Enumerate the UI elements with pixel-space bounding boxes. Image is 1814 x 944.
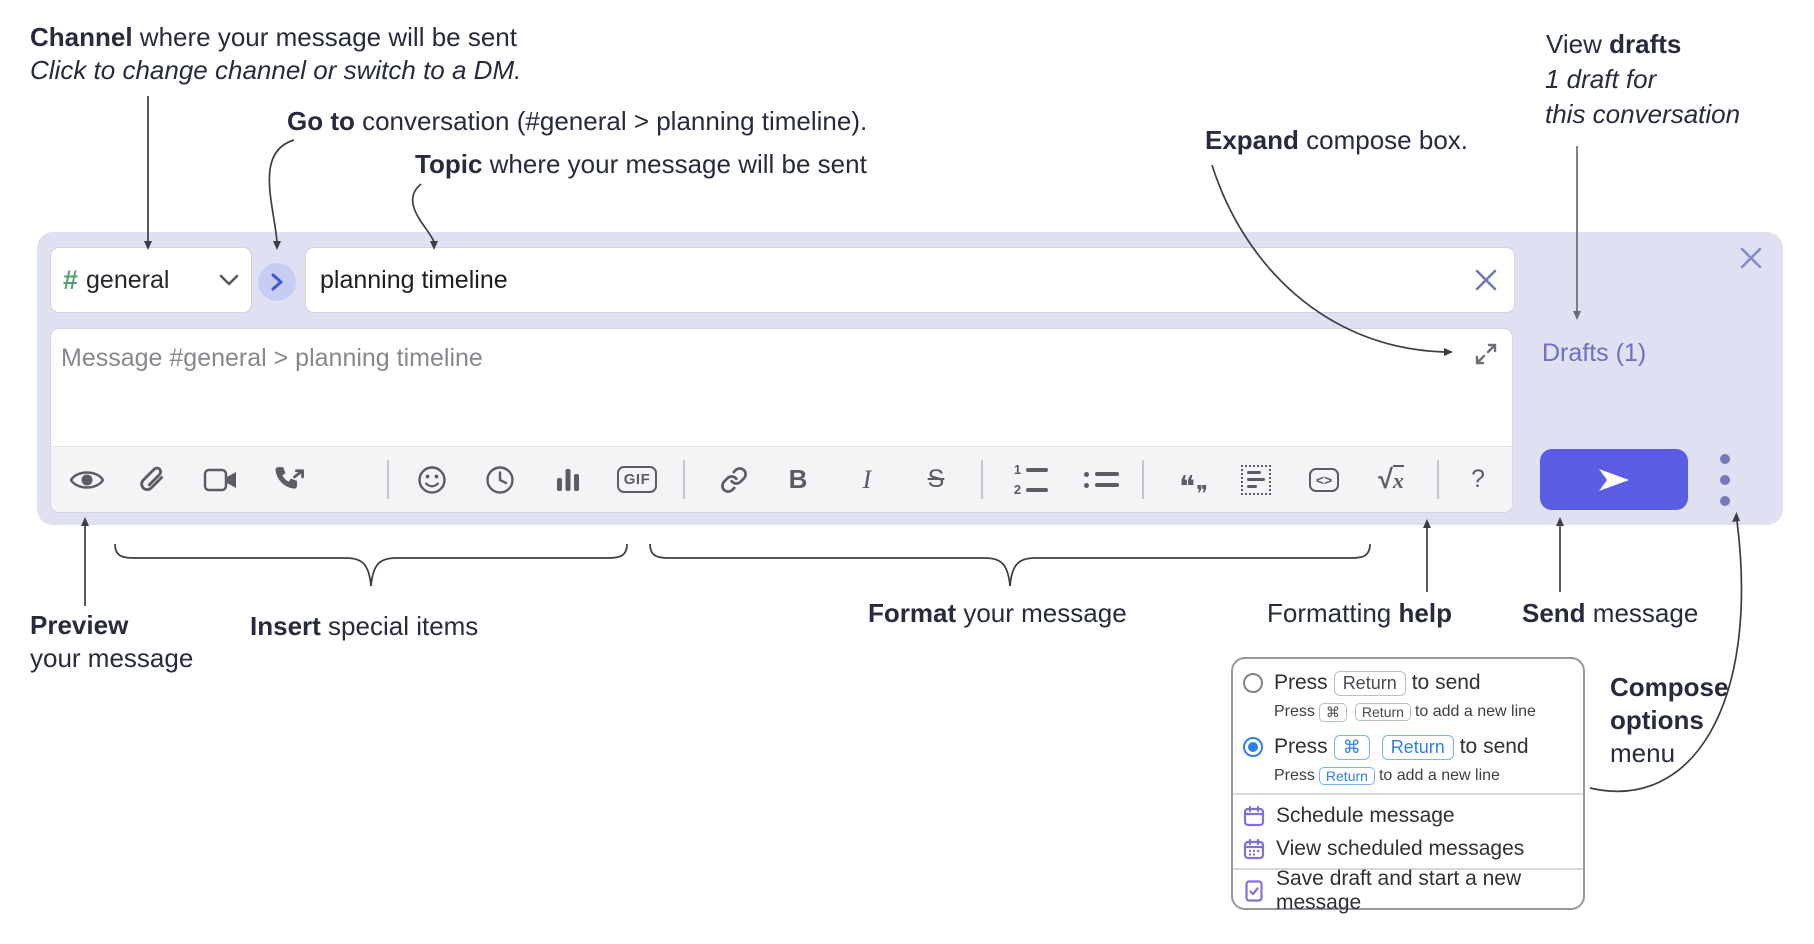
draft-document-icon [1245,880,1263,902]
help-button[interactable]: ? [1471,465,1485,493]
link-icon[interactable] [714,447,754,512]
gif-icon[interactable]: GIF [611,447,663,512]
italic-button[interactable]: I [862,464,872,494]
toolbar-divider [1142,460,1144,499]
toolbar-divider [683,460,685,499]
topic-input[interactable]: planning timeline [305,247,1515,313]
formatting-help-annotation: Formatting help [1267,598,1452,628]
menu-divider [1233,793,1583,795]
expand-compose-icon[interactable] [1472,340,1500,368]
poll-chart-icon[interactable] [548,447,588,512]
preview-annotation: Preview [30,610,129,640]
topic-value: planning timeline [320,265,508,294]
toolbar-divider [981,460,983,499]
calendar-list-icon [1243,838,1265,860]
compose-options-menu: Press Return to send Press ⌘ Return to a… [1231,657,1585,914]
blockquote-icon[interactable]: ❝ ❞ [1179,470,1208,506]
compose-options-kebab-icon[interactable] [1714,454,1736,506]
return-keycap: Return [1318,767,1375,785]
phone-call-icon[interactable] [269,447,309,512]
view-drafts-annotation-line3: this conversation [1545,99,1741,129]
radio-selected-icon[interactable] [1242,736,1264,758]
compose-options-annotation-line3: menu [1610,738,1676,768]
menu-item-view-scheduled-messages[interactable]: View scheduled messages [1233,834,1583,864]
goto-annotation: Go to conversation (#general > planning … [287,106,868,136]
cmd-keycap: ⌘ [1318,702,1347,722]
view-drafts-annotation-line2: 1 draft for [1545,64,1657,94]
insert-annotation: Insert special items [250,611,479,641]
message-compose-area[interactable]: Message #general > planning timeline [50,328,1513,513]
ordered-list-icon[interactable]: 1 2 [1009,447,1053,512]
compose-options-annotation-line2: options [1610,705,1704,735]
calendar-icon [1243,805,1265,827]
topic-annotation: Topic where your message will be sent [415,149,867,179]
menu-option-return-sub: Press ⌘ Return to add a new line [1274,702,1536,722]
toolbar-divider [1437,460,1439,499]
drafts-link[interactable]: Drafts (1) [1542,339,1647,367]
channel-selector[interactable]: # general [50,247,252,313]
code-icon[interactable]: <> [1302,447,1346,512]
close-icon[interactable] [1738,245,1764,271]
chevron-right-icon [271,273,283,291]
paper-plane-icon [1599,468,1629,491]
menu-divider [1233,868,1583,870]
send-button[interactable] [1540,449,1688,510]
preview-eye-icon[interactable] [67,447,107,512]
menu-option-cmd-return-sub: Press Return to add a new line [1274,767,1500,785]
menu-option-return-to-send[interactable]: Press Return to send [1233,669,1583,697]
clock-icon[interactable] [480,447,520,512]
goto-conversation-button[interactable] [258,263,296,301]
send-annotation: Send message [1522,598,1699,628]
compose-toolbar: GIF B I S 1 2 [51,446,1512,512]
cmd-keycap: ⌘ [1333,734,1370,760]
clear-topic-icon[interactable] [1472,266,1500,294]
bold-button[interactable]: B [788,464,808,494]
preview-annotation-line2: your message [30,643,194,673]
menu-item-save-draft[interactable]: Save draft and start a new message [1233,867,1583,914]
bulleted-list-icon[interactable] [1079,447,1123,512]
strikethrough-button[interactable]: S [927,465,945,493]
menu-item-schedule-message[interactable]: Schedule message [1233,801,1583,831]
toolbar-divider [387,460,389,499]
menu-option-cmd-return-to-send[interactable]: Press ⌘ Return to send [1233,733,1583,761]
message-placeholder: Message #general > planning timeline [61,344,483,372]
format-annotation: Format your message [868,598,1127,628]
snippet-icon[interactable] [1236,447,1276,512]
channel-annotation: Channel where your message will be sent [30,22,517,52]
return-keycap: Return [1381,734,1454,760]
compose-options-annotation-line1: Compose [1610,672,1729,702]
radio-unselected-icon[interactable] [1242,672,1264,694]
attach-paperclip-icon[interactable] [133,447,173,512]
chevron-down-icon [219,274,239,285]
view-drafts-annotation: View drafts [1546,29,1682,59]
channel-hash-icon: # [63,264,79,295]
expand-annotation: Expand compose box. [1205,125,1469,155]
return-keycap: Return [1354,703,1411,721]
video-icon[interactable] [201,447,241,512]
emoji-icon[interactable] [412,447,452,512]
channel-name: general [86,265,170,294]
formula-icon[interactable]: √ x [1378,464,1404,494]
return-keycap: Return [1333,670,1406,696]
channel-annotation-sub: Click to change channel or switch to a D… [30,55,522,85]
